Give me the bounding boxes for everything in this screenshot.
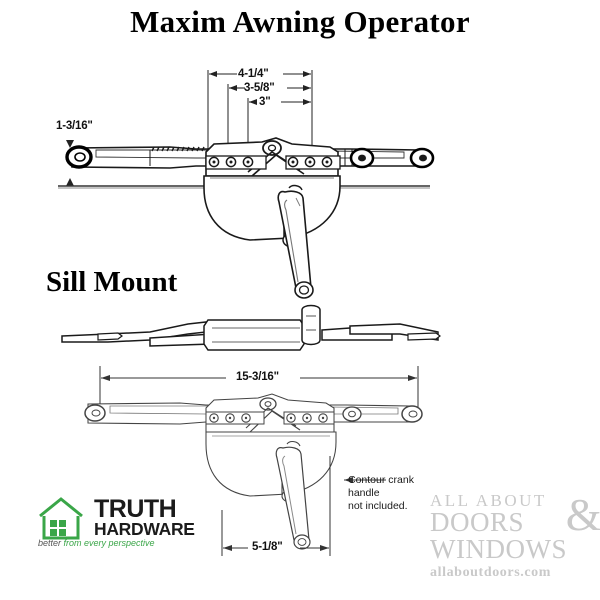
dimension-label-3-5-8: 3-5/8" [244,82,275,94]
crank-handle-bottom [275,441,311,550]
section-title-sill-mount: Sill Mount [46,266,178,298]
dimension-label-3: 3" [259,96,271,108]
tagline-green: from every perspective [61,538,155,548]
top-view-drawing [58,70,435,299]
arm-eyelet-right [409,147,435,169]
aadw-website: allaboutdoors.com [430,565,552,580]
dimension-line-5-1-8 [221,456,331,556]
tagline-dark: better [38,538,62,548]
truth-hardware-logo: TRUTH HARDWARE better from every perspec… [36,492,226,556]
side-profile-view [61,304,441,351]
truth-wordmark: TRUTH HARDWARE [94,495,195,539]
truth-line-1: TRUTH [94,495,177,523]
ampersand-glyph: & [565,489,600,540]
allaboutdoors-logo: ALL ABOUT DOORS & WINDOWS allaboutdoors.c… [430,491,600,584]
aadw-line-1: ALL ABOUT [430,491,547,510]
house-icon [39,497,83,540]
aadw-doors-text: DOORS [430,507,525,537]
page-title: Maxim Awning Operator [130,4,470,39]
dimension-label-1-3-16: 1-3/16" [56,120,93,132]
roller-row [205,155,341,170]
dimension-label-5-1-8: 5-1/8" [252,541,283,553]
dimension-line-3 [249,99,311,105]
dimension-label-4-1-4: 4-1/4" [238,68,269,80]
arm-eyelet-left [65,145,93,169]
crank-note-text: Contour crank handle not included. [348,474,414,512]
crank-handle-top [277,184,314,299]
truth-line-2: HARDWARE [94,519,195,539]
dimension-line-3-5-8 [229,85,311,91]
arm-eyelet-midright [349,147,375,169]
callout-leader-line [344,477,386,483]
truth-tagline: better from every perspective [38,538,155,548]
operator-bottom-view [84,393,423,503]
dimension-label-15-3-16: 15-3/16" [236,371,279,383]
bottom-view-drawing [84,366,423,556]
dimension-extension-lines [207,70,313,158]
aadw-line-2: DOORS & [430,492,600,538]
aadw-line-3: WINDOWS [430,534,567,564]
dimension-line-4-1-4 [209,71,311,77]
operator-top-view [65,137,435,248]
